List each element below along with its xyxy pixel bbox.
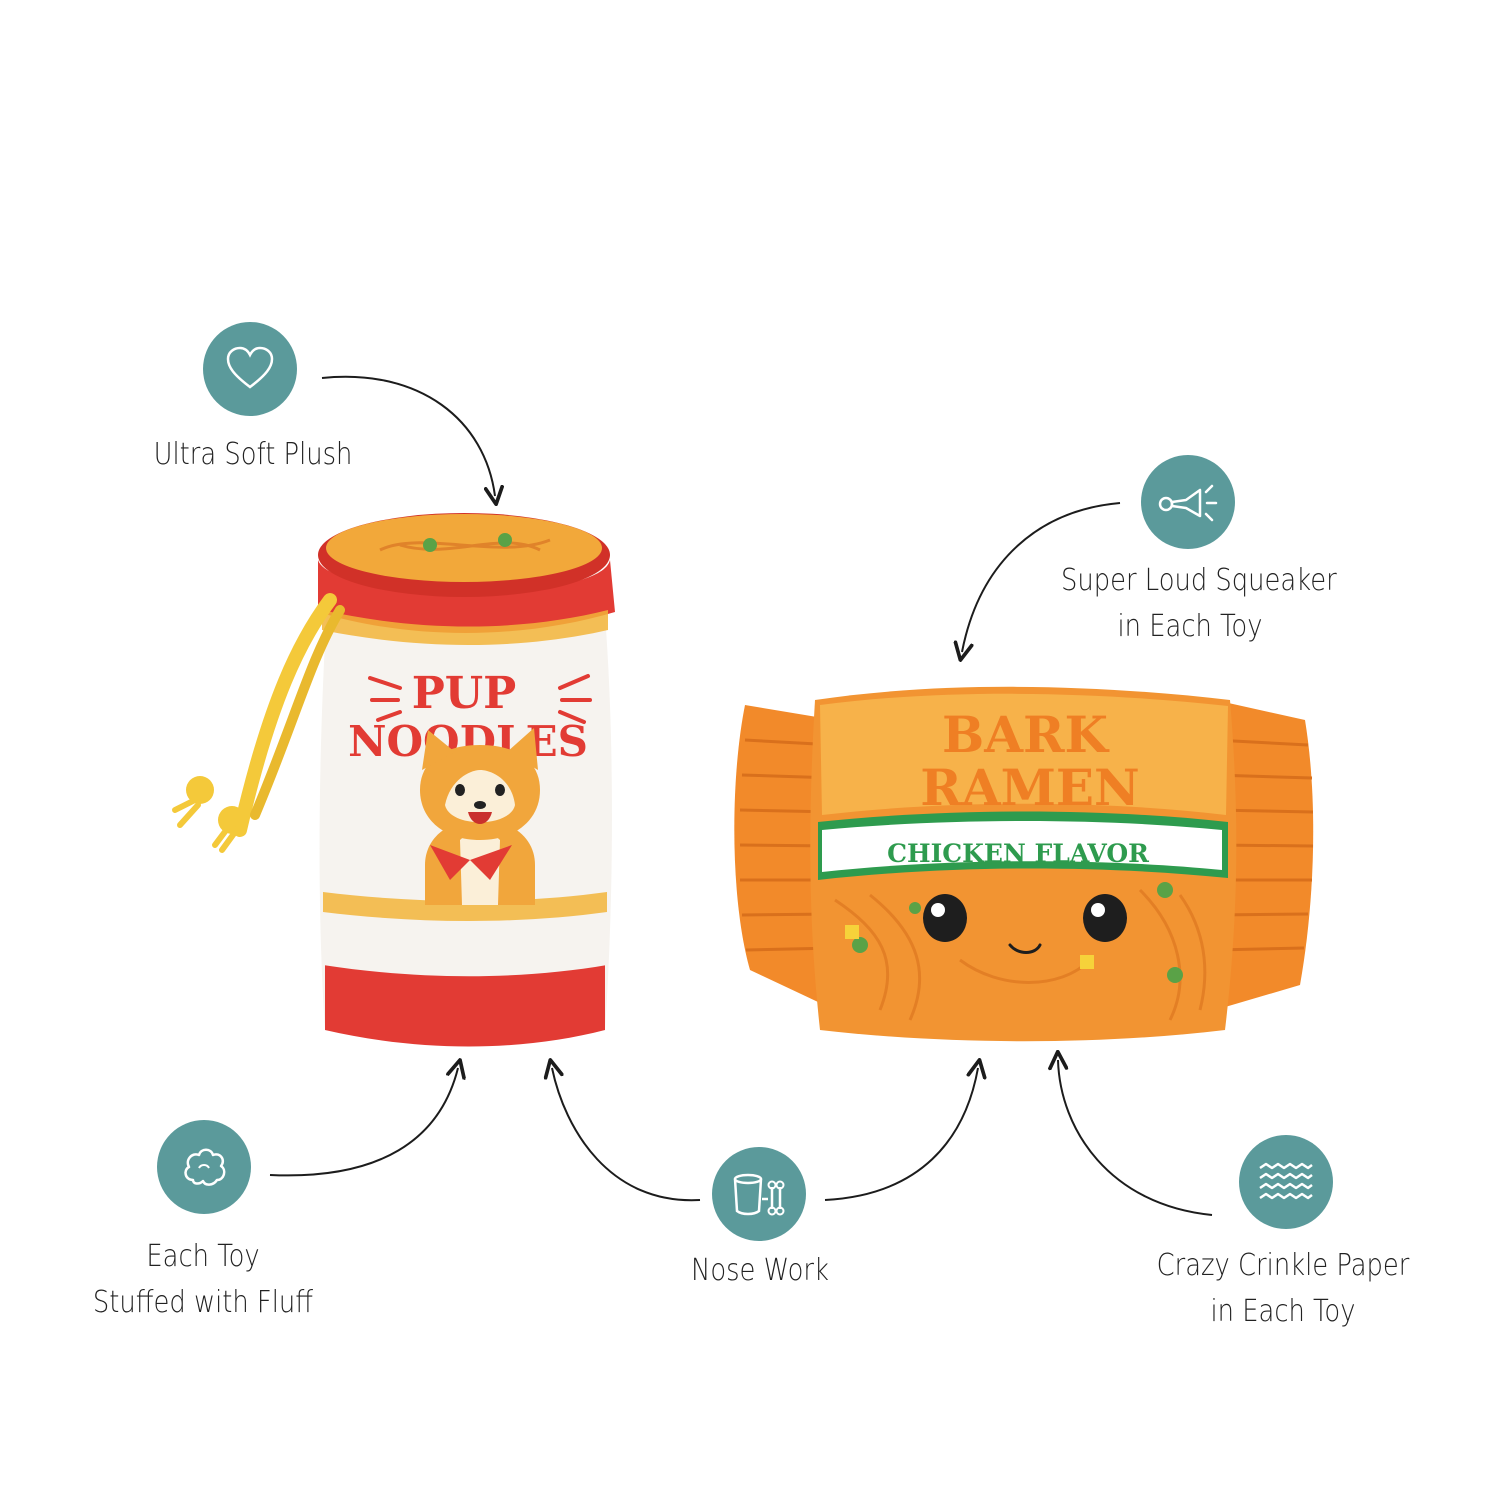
nose-work-cup-bone-icon	[712, 1147, 806, 1241]
arrow-stuffed	[269, 1068, 458, 1177]
ramen-brand-line2: RAMEN	[920, 758, 1140, 817]
crinkle-waves-icon	[1239, 1135, 1333, 1229]
feature-label-nosework: Nose Work	[691, 1253, 829, 1288]
heart-icon	[203, 322, 297, 416]
cup-brand-line1: PUP	[412, 668, 517, 719]
cup-rope-tassel	[172, 593, 345, 853]
cup-burst-lines	[368, 674, 592, 724]
ramen-left-eye	[923, 894, 967, 942]
feature-label-crinkle: Crazy Crinkle Paper in Each Toy	[1156, 1248, 1410, 1329]
arrow-nosework-right	[824, 1068, 978, 1201]
feature-label-stuffed: Each Toy Stuffed with Fluff	[92, 1239, 314, 1320]
shiba-dog-illustration	[420, 728, 540, 905]
ramen-brand-line1: BARK	[942, 705, 1110, 764]
feature-label-soft: Ultra Soft Plush	[153, 437, 353, 472]
feature-label-squeaker: Super Loud Squeaker in Each Toy	[1061, 563, 1337, 644]
arrow-squeaker	[962, 502, 1121, 652]
ramen-right-eye	[1083, 894, 1127, 942]
ramen-flavor-band: CHICKEN FLAVOR	[887, 839, 1149, 868]
pup-noodles-cup: PUP NOODLES	[172, 513, 615, 1047]
ramen-smile	[1008, 943, 1042, 954]
noodle-texture	[834, 888, 1207, 1021]
arrow-crinkle	[1058, 1060, 1213, 1216]
squeaker-horn-icon	[1141, 455, 1235, 549]
arrow-nosework-left	[552, 1068, 701, 1202]
arrow-soft	[321, 375, 495, 496]
fluff-cloud-icon	[157, 1120, 251, 1214]
bark-ramen-package: BARK RAMEN CHICKEN FLAVOR	[734, 686, 1314, 1042]
